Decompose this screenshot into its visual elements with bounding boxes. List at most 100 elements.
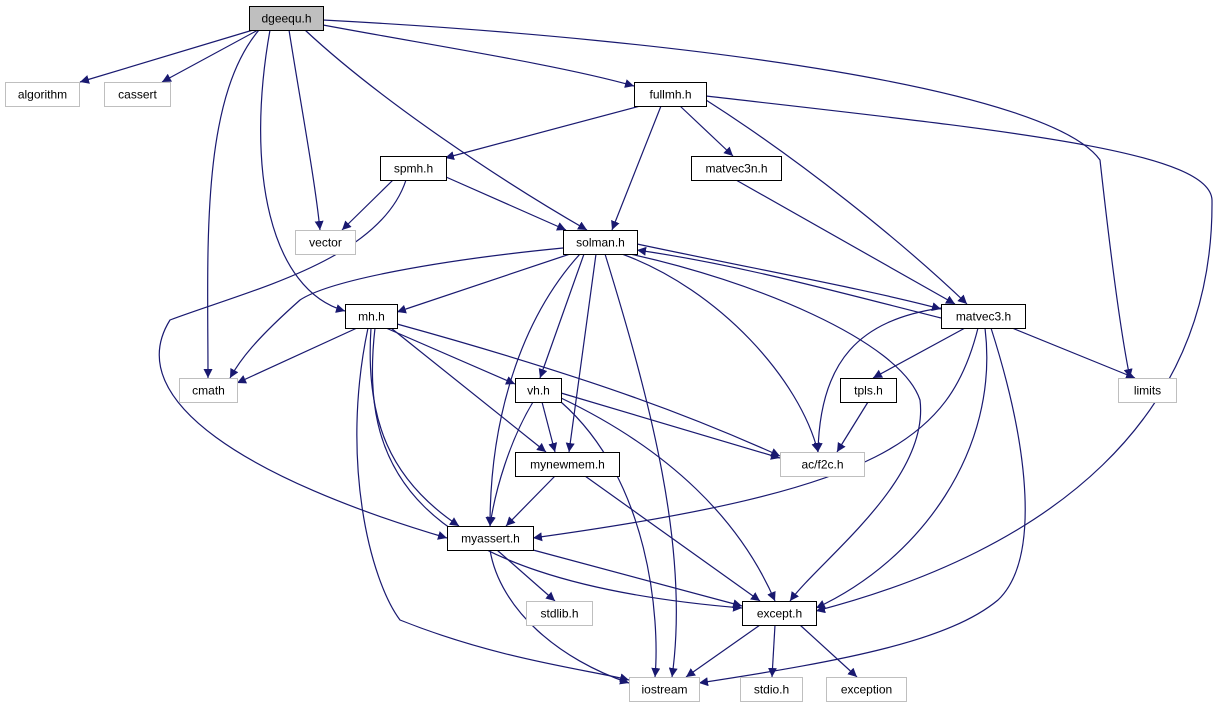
edge-tpls-to-acf2c <box>836 401 869 453</box>
node-mynewmem[interactable]: mynewmem.h <box>515 452 620 477</box>
edge-mh-to-vh <box>385 327 516 385</box>
edge-except-to-stdio <box>768 624 778 678</box>
edge-dgeequ-to-limits <box>322 19 1133 379</box>
node-box <box>740 677 803 702</box>
node-vh[interactable]: vh.h <box>515 378 562 403</box>
node-exception: exception <box>826 677 907 702</box>
edge-mynewmem-to-except <box>584 475 761 602</box>
edge-solman-to-cmath <box>229 247 564 379</box>
node-mh[interactable]: mh.h <box>345 304 398 329</box>
node-acf2c: ac/f2c.h <box>780 452 865 477</box>
node-label: stdlib.h <box>540 607 578 621</box>
edge-matvec3-to-except <box>815 327 988 609</box>
edge-except-to-exception <box>799 624 858 678</box>
node-box <box>742 601 817 626</box>
node-box <box>345 304 398 329</box>
node-label: except.h <box>757 607 802 621</box>
edge-matvec3-to-iostream <box>698 327 1026 687</box>
node-box <box>515 452 620 477</box>
node-label: mh.h <box>358 310 385 324</box>
edge-solman-to-matvec3 <box>636 243 942 312</box>
edge-fullmh-to-except <box>705 95 1213 614</box>
node-label: algorithm <box>18 88 67 102</box>
node-box <box>447 526 534 551</box>
node-stdio: stdio.h <box>740 677 803 702</box>
node-dgeequ[interactable]: dgeequ.h <box>249 6 324 31</box>
node-box <box>179 378 238 403</box>
node-label: exception <box>841 683 892 697</box>
edge-matvec3-to-acf2c <box>813 307 942 453</box>
edge-dgeequ-to-fullmh <box>322 24 635 88</box>
edge-mh-to-iostream <box>356 327 630 683</box>
node-box <box>515 378 562 403</box>
node-matvec3[interactable]: matvec3.h <box>941 304 1026 329</box>
node-label: iostream <box>641 683 687 697</box>
nodes-layer: dgeequ.h algorithm cassert fullmh.h spmh.h ma… <box>5 6 1177 702</box>
edge-solman-to-iostream <box>604 253 678 678</box>
node-box <box>840 378 897 403</box>
node-box <box>780 452 865 477</box>
edge-solman-to-myassert <box>485 253 581 527</box>
node-box <box>5 82 80 107</box>
node-box <box>526 601 593 626</box>
node-vector: vector <box>295 230 356 255</box>
node-label: ac/f2c.h <box>801 458 843 472</box>
edge-dgeequ-to-mh <box>260 29 346 313</box>
node-limits: limits <box>1118 378 1177 403</box>
node-except[interactable]: except.h <box>742 601 817 626</box>
node-box <box>691 156 782 181</box>
edge-mh-to-acf2c <box>396 323 781 457</box>
node-box <box>941 304 1026 329</box>
edge-mynewmem-to-myassert <box>505 475 556 527</box>
node-stdlib: stdlib.h <box>526 601 593 626</box>
edge-dgeequ-to-vector <box>288 29 324 231</box>
node-label: matvec3.h <box>956 310 1011 324</box>
node-solman[interactable]: solman.h <box>563 230 638 255</box>
edge-matvec3n-to-matvec3 <box>735 179 956 305</box>
node-algorithm: algorithm <box>5 82 80 107</box>
edge-fullmh-to-matvec3 <box>705 99 968 305</box>
node-label: solman.h <box>576 236 625 250</box>
node-box <box>634 82 707 107</box>
node-box <box>249 6 324 31</box>
edge-myassert-to-stdlib <box>496 549 556 602</box>
node-spmh[interactable]: spmh.h <box>380 156 447 181</box>
node-iostream: iostream <box>629 677 700 702</box>
node-box <box>104 82 171 107</box>
node-box <box>563 230 638 255</box>
node-myassert[interactable]: myassert.h <box>447 526 534 551</box>
edge-solman-to-mynewmem <box>565 253 597 453</box>
edge-mh-to-except <box>371 327 743 612</box>
node-box <box>629 677 700 702</box>
node-label: dgeequ.h <box>261 12 311 26</box>
edge-fullmh-to-solman <box>611 105 662 231</box>
node-label: vector <box>309 236 342 250</box>
node-box <box>380 156 447 181</box>
node-tpls[interactable]: tpls.h <box>840 378 897 403</box>
node-matvec3n[interactable]: matvec3n.h <box>691 156 782 181</box>
node-box <box>826 677 907 702</box>
edge-matvec3-to-tpls <box>872 327 966 379</box>
edge-solman-to-mh <box>396 253 571 314</box>
edge-mh-to-mynewmem <box>390 327 547 453</box>
edge-vh-to-iostream <box>560 401 661 678</box>
node-label: vh.h <box>527 384 550 398</box>
edge-dgeequ-to-solman <box>304 29 588 231</box>
edge-dgeequ-to-cassert <box>161 29 259 83</box>
node-label: spmh.h <box>394 162 433 176</box>
edge-myassert-to-iostream <box>489 549 630 685</box>
node-box <box>295 230 356 255</box>
edge-mh-to-myassert <box>369 327 460 527</box>
edge-spmh-to-solman <box>445 176 567 231</box>
node-box <box>1118 378 1177 403</box>
node-label: matvec3n.h <box>705 162 767 176</box>
edge-matvec3-to-limits <box>1011 327 1136 379</box>
edge-solman-to-acf2c <box>621 253 821 453</box>
edge-spmh-to-vector <box>341 179 394 231</box>
edge-solman-to-vh <box>538 253 585 379</box>
node-fullmh[interactable]: fullmh.h <box>634 82 707 107</box>
edge-mh-to-cmath <box>236 327 358 384</box>
edge-fullmh-to-matvec3n <box>679 105 734 157</box>
node-cassert: cassert <box>104 82 171 107</box>
